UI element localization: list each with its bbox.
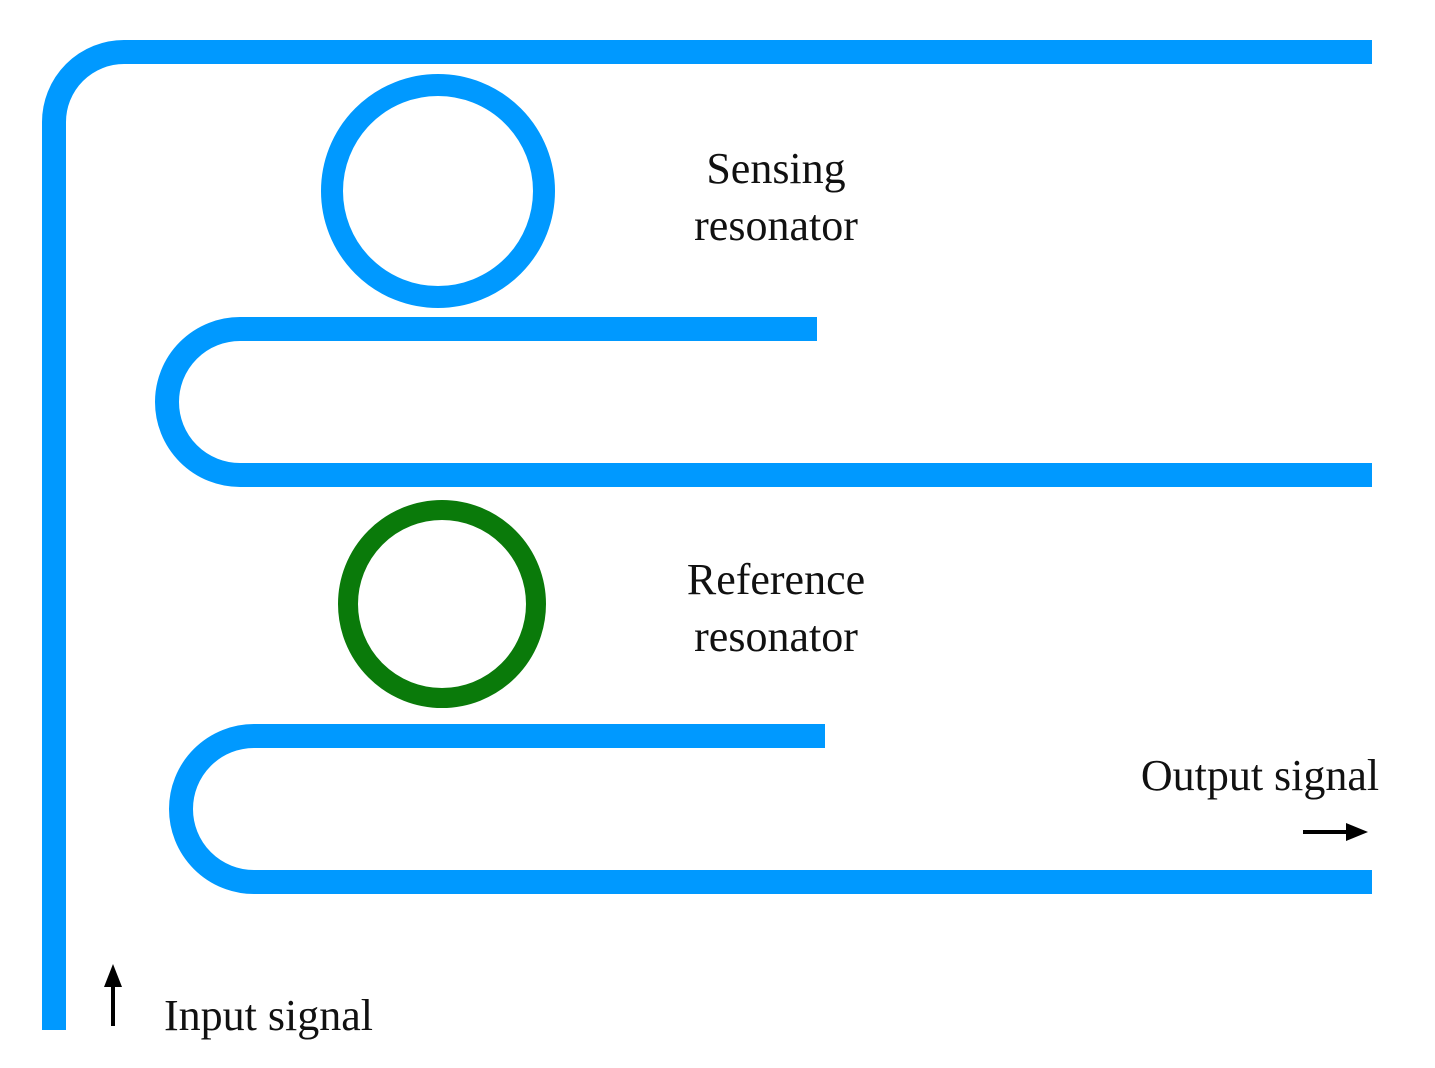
lower-u-waveguide xyxy=(169,724,1372,894)
input-signal-label: Input signal xyxy=(164,991,373,1040)
arrow-up-icon xyxy=(104,964,122,1026)
upper-u-waveguide xyxy=(155,317,1372,487)
reference-label-line2: resonator xyxy=(694,612,858,661)
sensing-label-line1: Sensing xyxy=(706,144,845,193)
output-signal-label: Output signal xyxy=(1141,751,1379,800)
sensing-ring xyxy=(321,74,555,308)
bus-waveguide xyxy=(42,40,1372,1030)
sensing-label-line2: resonator xyxy=(694,201,858,250)
arrow-right-icon xyxy=(1303,823,1368,841)
reference-label-line1: Reference xyxy=(687,555,865,604)
reference-ring xyxy=(338,500,546,708)
